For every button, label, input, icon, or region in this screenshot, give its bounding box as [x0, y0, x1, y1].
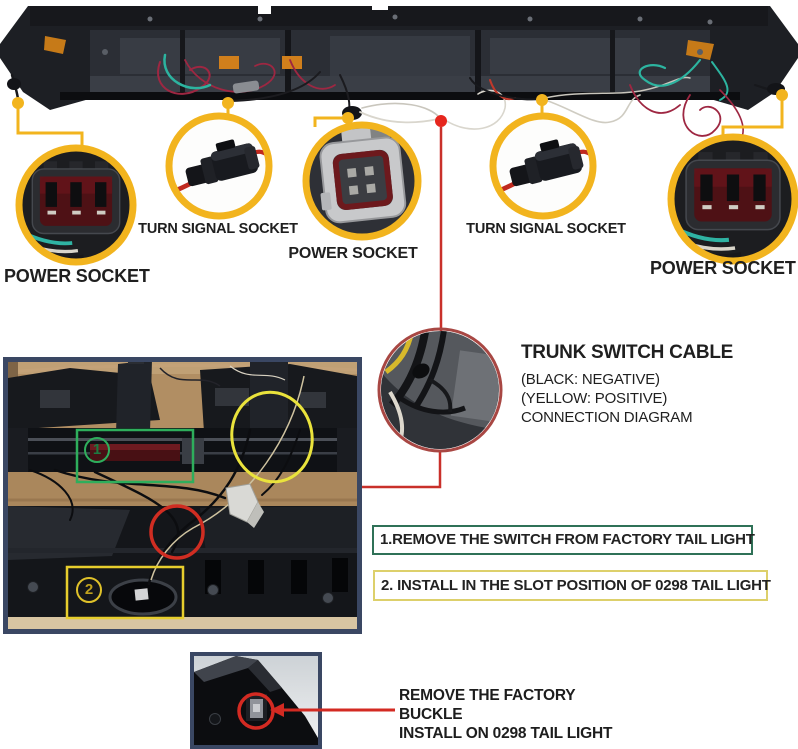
- power-socket-left-label: POWER SOCKET: [4, 266, 150, 286]
- power-socket-circle-center: [302, 121, 422, 241]
- buckle-photo: [190, 652, 395, 749]
- tail-light-bar-photo: [0, 0, 798, 110]
- photo-annotations: [65, 390, 314, 620]
- trunk-note-line-diagram: CONNECTION DIAGRAM: [521, 409, 693, 426]
- buckle-note: REMOVE THE FACTORY BUCKLE INSTALL ON 029…: [399, 686, 629, 743]
- power-socket-center-label: POWER SOCKET: [288, 245, 418, 262]
- power-socket-circle-right: [667, 133, 798, 265]
- step-2-instruction: 2. INSTALL IN THE SLOT POSITION OF 0298 …: [373, 570, 771, 601]
- wiring-harness: [7, 53, 785, 148]
- step-1-instruction: 1.REMOVE THE SWITCH FROM FACTORY TAIL LI…: [372, 525, 755, 555]
- trunk-note-title: TRUNK SWITCH CABLE: [521, 342, 734, 363]
- buckle-note-line-1: REMOVE THE FACTORY BUCKLE: [399, 687, 576, 723]
- turn-signal-right-label: TURN SIGNAL SOCKET: [466, 221, 626, 237]
- power-socket-circle-left: [15, 144, 137, 266]
- turn-signal-socket-circle-right: [489, 112, 597, 220]
- trunk-note-line-yellow: (YELLOW: POSITIVE): [521, 390, 668, 407]
- trunk-switch-note: TRUNK SWITCH CABLE (BLACK: NEGATIVE) (YE…: [521, 342, 771, 427]
- turn-signal-left-label: TURN SIGNAL SOCKET: [138, 221, 298, 237]
- trunk-note-line-black: (BLACK: NEGATIVE): [521, 371, 660, 388]
- photo-marker-2: 2: [76, 577, 102, 603]
- turn-signal-socket-circle-left: [165, 112, 273, 220]
- photo-marker-1: 1: [84, 437, 110, 463]
- installation-photo: [3, 357, 362, 634]
- buckle-note-line-2: INSTALL ON 0298 TAIL LIGHT: [399, 725, 613, 742]
- trunk-switch-cable-photo: [377, 327, 503, 453]
- power-socket-right-label: POWER SOCKET: [650, 258, 796, 278]
- callout-leader-lines: [12, 89, 788, 150]
